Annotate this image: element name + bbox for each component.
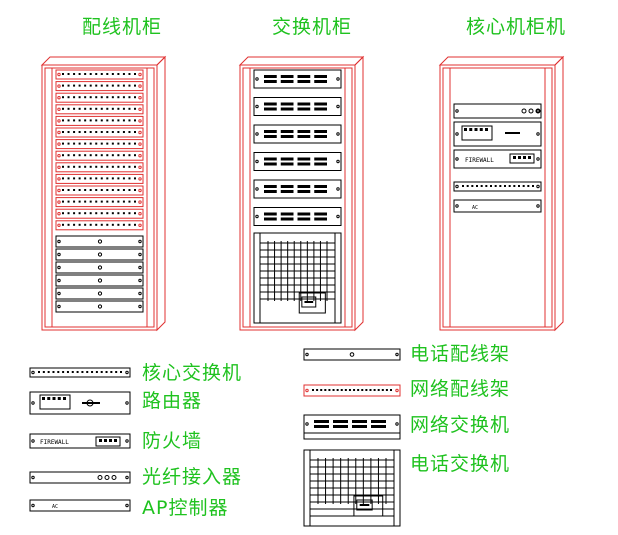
legend-network-patch-panel-device [303, 384, 401, 397]
legend-network-patch-panel: 网络配线架 [410, 378, 511, 400]
legend-ap-controller-device: AC [29, 499, 131, 512]
svg-text:AC: AC [52, 504, 58, 510]
legend-core-switch-device [29, 367, 131, 378]
legend-phone-switch: 电话交换机 [410, 453, 511, 475]
legend-firewall-device: FIREWALL [29, 433, 131, 449]
core-cabinet: FIREWALL AC [438, 55, 565, 332]
title-switch-cabinet: 交换机柜 [272, 16, 353, 38]
legend-ap-controller: AP控制器 [142, 497, 229, 519]
legend-network-switch: 网络交换机 [410, 414, 511, 436]
svg-text:FIREWALL: FIREWALL [465, 157, 494, 164]
legend-phone-switch-device [303, 449, 401, 527]
svg-text:AC: AC [472, 205, 478, 211]
svg-text:FIREWALL: FIREWALL [40, 439, 69, 446]
title-distribution-cabinet: 配线机柜 [82, 16, 163, 38]
legend-fiber-access: 光纤接入器 [142, 466, 243, 488]
legend-firewall: 防火墙 [142, 430, 203, 452]
legend-network-switch-device [303, 414, 401, 440]
legend-phone-patch-panel: 电话配线架 [410, 343, 511, 365]
distribution-cabinet [40, 55, 167, 332]
legend-router-device [29, 391, 131, 415]
legend-core-switch: 核心交换机 [142, 362, 243, 384]
title-core-cabinet: 核心机柜机 [466, 16, 567, 38]
legend-router: 路由器 [142, 390, 203, 412]
legend-fiber-access-device [29, 471, 131, 484]
legend-phone-patch-panel-device [303, 348, 401, 361]
switch-cabinet [238, 55, 365, 332]
